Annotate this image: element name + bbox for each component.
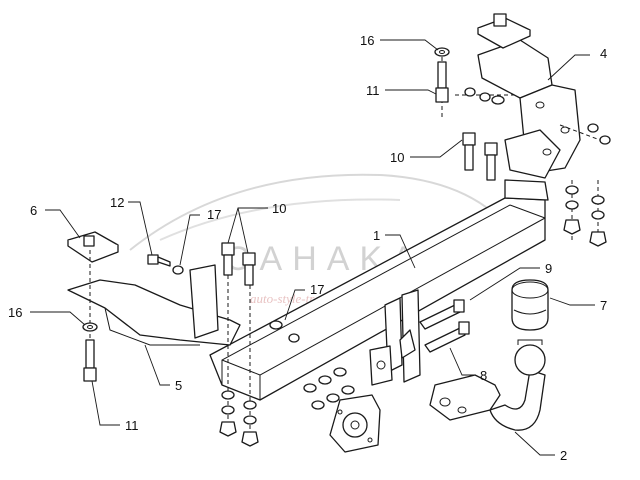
part-16-washer-left: [82, 322, 98, 332]
part-8-bolts: [419, 299, 470, 353]
callout-1: 1: [373, 228, 380, 243]
part-1-crossbar: [209, 179, 549, 401]
callout-16-top: 16: [360, 33, 374, 48]
part-2-tow-hook: [429, 339, 546, 431]
callout-11-top: 11: [366, 83, 380, 98]
top-bolt-nut-set: [464, 87, 611, 145]
callout-5: 5: [175, 378, 182, 393]
callout-10-mid: 10: [390, 150, 404, 165]
part-4-right-bracket: [477, 39, 581, 179]
part-16-washer-top: [434, 47, 450, 57]
bottom-left-nuts: [219, 390, 259, 447]
callout-12: 12: [110, 195, 124, 210]
callout-16-left: 16: [8, 305, 22, 320]
socket-plate-bracket: [369, 345, 393, 386]
part-8-nuts: [303, 367, 355, 410]
part-10-bolts-left: [221, 242, 256, 286]
callout-17-mid: 17: [310, 282, 324, 297]
part-10-bolts-mid: [462, 132, 498, 181]
callout-17-left: 17: [207, 207, 221, 222]
callout-8: 8: [480, 368, 487, 383]
right-side-nuts: [563, 185, 607, 247]
leader-lines: [30, 39, 595, 456]
part-11-bolt-top: [435, 61, 449, 103]
part-7-ball-cover: [511, 279, 549, 331]
callout-4: 4: [600, 46, 607, 61]
part-12-bolt: [147, 254, 171, 267]
callout-10-left: 10: [272, 201, 286, 216]
callout-6: 6: [30, 203, 37, 218]
part-11-bolt-left: [83, 339, 97, 382]
callout-7: 7: [600, 298, 607, 313]
part-17-washers: [172, 265, 300, 343]
callout-11-bottom: 11: [125, 418, 139, 433]
callout-labels: 16 11 4 10 6 12 17 10 1 9 7 16 17 5 8 11…: [8, 33, 607, 463]
part-5-left-bracket: [67, 264, 241, 346]
watermark: CAHAKA auto-style-travel: [129, 173, 511, 306]
callout-9: 9: [545, 261, 552, 276]
part-6-nut-plate: [67, 231, 119, 263]
callout-2: 2: [560, 448, 567, 463]
socket-plate: [329, 394, 381, 453]
part-4-nut-plate: [477, 13, 531, 49]
